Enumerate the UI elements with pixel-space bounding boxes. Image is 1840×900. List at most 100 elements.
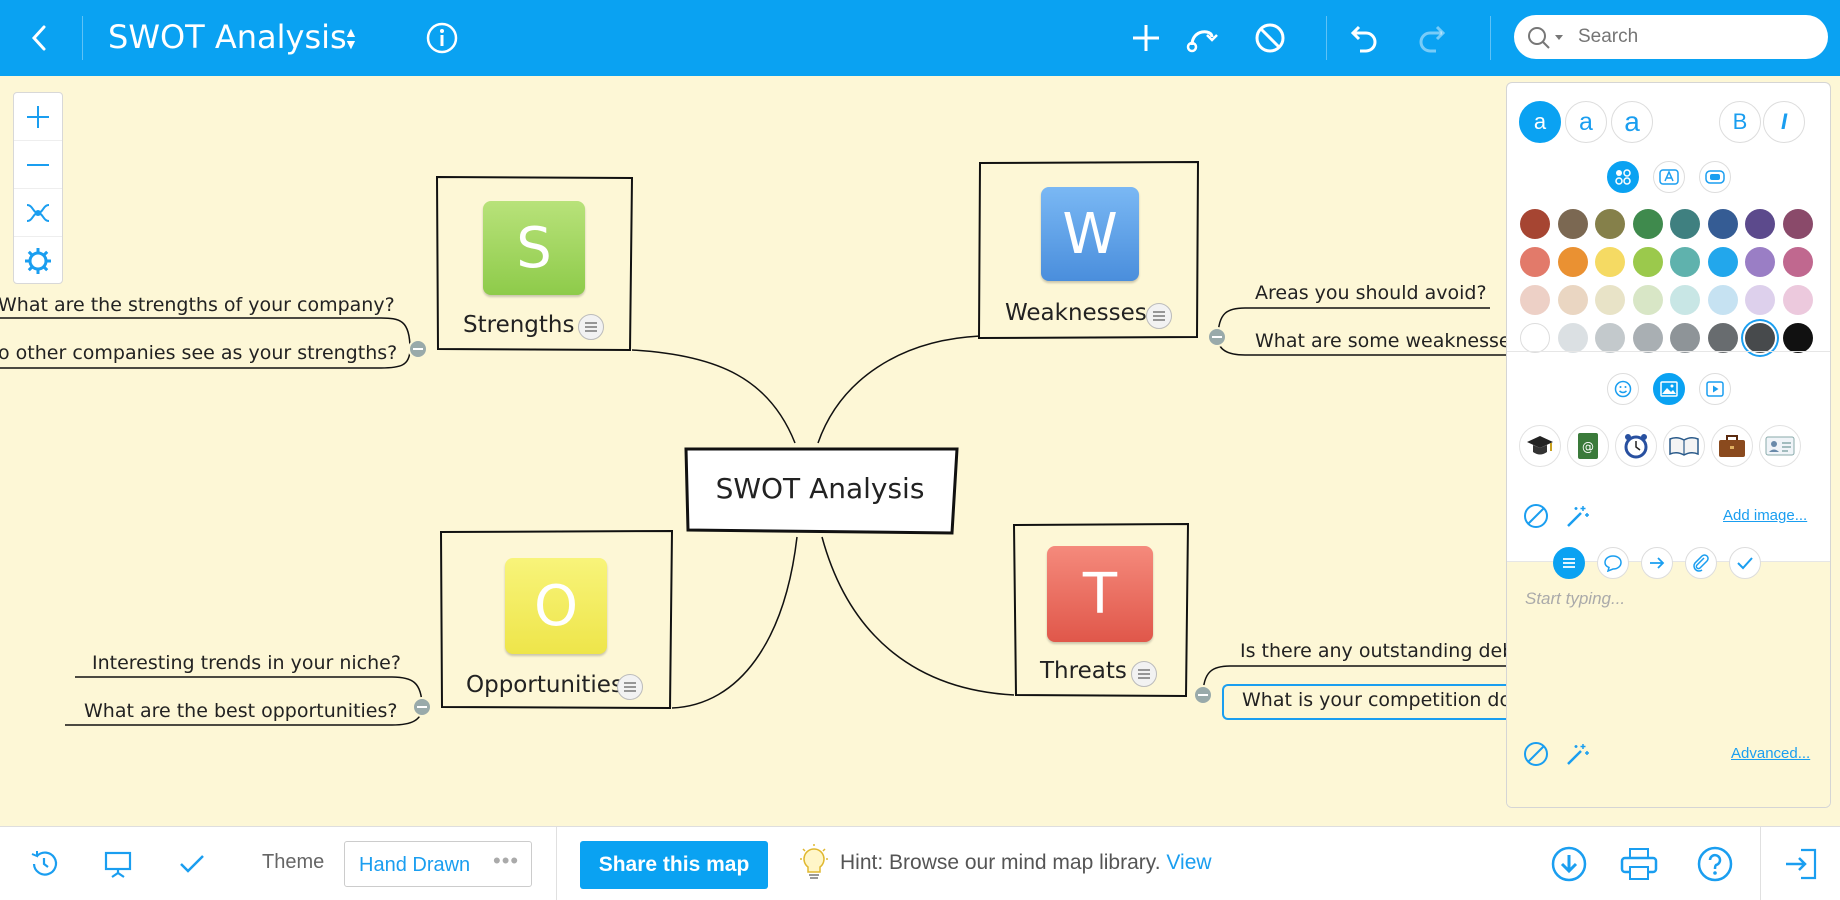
color-swatch[interactable] (1632, 209, 1663, 239)
search-box[interactable] (1514, 15, 1828, 59)
tab-images[interactable] (1653, 373, 1685, 405)
briefcase-image[interactable] (1711, 425, 1753, 467)
advanced-link[interactable]: Advanced... (1731, 745, 1811, 762)
font-size-large-button[interactable]: a (1611, 101, 1653, 143)
weaknesses-child-1[interactable]: Areas you should avoid? (1255, 282, 1487, 304)
tab-text-color[interactable] (1653, 161, 1685, 193)
id-card-image[interactable] (1759, 425, 1801, 467)
share-map-button[interactable]: Share this map (580, 841, 768, 889)
tab-tasks[interactable] (1729, 547, 1761, 579)
delete-button[interactable] (1248, 0, 1292, 76)
color-swatch[interactable] (1670, 285, 1700, 315)
weaknesses-notes-button[interactable] (1146, 303, 1172, 329)
magic-image-button[interactable] (1563, 501, 1593, 531)
color-swatch[interactable] (1520, 247, 1550, 277)
notes-placeholder[interactable]: Start typing... (1525, 589, 1626, 608)
color-swatch[interactable] (1707, 247, 1738, 277)
color-swatch[interactable] (1557, 285, 1588, 315)
opportunities-collapse-button[interactable] (412, 697, 432, 717)
help-button[interactable] (1692, 827, 1738, 900)
color-swatch[interactable] (1557, 247, 1588, 277)
threats-child-2-selected[interactable]: What is your competition doir (1222, 684, 1506, 720)
notes-area[interactable]: Start typing... Advanced... (1507, 561, 1830, 807)
strengths-child-1[interactable]: What are the strengths of your company? (0, 294, 395, 316)
color-swatch[interactable] (1670, 323, 1700, 353)
color-swatch[interactable] (1632, 323, 1663, 353)
color-swatch[interactable] (1670, 247, 1700, 277)
title-sort-icon[interactable]: ▲▼ (344, 24, 358, 52)
tab-video[interactable] (1699, 373, 1731, 405)
remove-image-button[interactable] (1521, 501, 1551, 531)
opportunities-label[interactable]: Opportunities (466, 672, 623, 698)
mind-map-canvas[interactable]: SWOT Analysis S Strengths What are the s… (0, 76, 1840, 826)
weaknesses-child-2[interactable]: What are some weaknesses (1255, 330, 1521, 352)
strengths-label[interactable]: Strengths (463, 312, 575, 338)
tab-notes[interactable] (1553, 547, 1585, 579)
alarm-clock-image[interactable] (1615, 425, 1657, 467)
opportunities-child-2[interactable]: What are the best opportunities? (84, 700, 398, 722)
color-swatch[interactable] (1782, 323, 1813, 353)
tab-emoji[interactable] (1607, 373, 1639, 405)
font-size-small-button[interactable]: a (1519, 101, 1561, 143)
color-swatch[interactable] (1632, 247, 1663, 277)
tab-relations[interactable] (1641, 547, 1673, 579)
hint-view-link[interactable]: View (1166, 851, 1212, 874)
color-swatch[interactable] (1745, 323, 1775, 353)
address-book-image[interactable]: @ (1567, 425, 1609, 467)
font-size-medium-button[interactable]: a (1565, 101, 1607, 143)
notes-magic-button[interactable] (1563, 739, 1593, 769)
add-topic-button[interactable] (1124, 0, 1168, 76)
tab-topic-color[interactable] (1607, 161, 1639, 193)
color-swatch[interactable] (1707, 209, 1738, 239)
color-swatch[interactable] (1520, 209, 1550, 239)
color-swatch[interactable] (1745, 247, 1775, 277)
strengths-collapse-button[interactable] (408, 339, 428, 359)
threats-child-1[interactable]: Is there any outstanding debt (1240, 640, 1522, 662)
threats-collapse-button[interactable] (1193, 685, 1213, 705)
search-input[interactable] (1578, 23, 1808, 51)
color-swatch[interactable] (1557, 323, 1588, 353)
color-swatch[interactable] (1595, 209, 1625, 239)
color-swatch[interactable] (1782, 209, 1813, 239)
italic-button[interactable]: I (1763, 101, 1805, 143)
color-swatch[interactable] (1595, 285, 1625, 315)
threats-notes-button[interactable] (1131, 661, 1157, 687)
zoom-in-button[interactable] (14, 93, 62, 141)
tab-links[interactable] (1685, 547, 1717, 579)
color-swatch[interactable] (1632, 285, 1663, 315)
color-swatch[interactable] (1782, 247, 1813, 277)
undo-button[interactable] (1340, 0, 1384, 76)
map-title[interactable]: SWOT Analysis (108, 18, 347, 56)
color-swatch[interactable] (1782, 285, 1813, 315)
opportunities-notes-button[interactable] (617, 674, 643, 700)
back-button[interactable] (14, 0, 64, 76)
zoom-out-button[interactable] (14, 141, 62, 189)
color-swatch[interactable] (1707, 285, 1738, 315)
presentation-button[interactable] (96, 827, 140, 900)
print-button[interactable] (1616, 827, 1662, 900)
color-swatch[interactable] (1557, 209, 1588, 239)
redo-button[interactable] (1412, 0, 1456, 76)
weaknesses-collapse-button[interactable] (1207, 327, 1227, 347)
weaknesses-label[interactable]: Weaknesses (1005, 300, 1147, 326)
graduation-cap-image[interactable] (1519, 425, 1561, 467)
threats-label[interactable]: Threats (1040, 658, 1127, 684)
opportunities-child-1[interactable]: Interesting trends in your niche? (92, 652, 401, 674)
tab-border-color[interactable] (1699, 161, 1731, 193)
theme-selector[interactable]: Hand Drawn ••• (344, 841, 532, 887)
fit-map-button[interactable] (14, 189, 62, 237)
bold-button[interactable]: B (1719, 101, 1761, 143)
color-swatch[interactable] (1745, 209, 1775, 239)
open-book-image[interactable] (1663, 425, 1705, 467)
color-swatch[interactable] (1595, 323, 1625, 353)
color-swatch[interactable] (1520, 285, 1550, 315)
color-swatch[interactable] (1670, 209, 1700, 239)
tab-comments[interactable] (1597, 547, 1629, 579)
clear-notes-button[interactable] (1521, 739, 1551, 769)
add-image-link[interactable]: Add image... (1723, 507, 1808, 524)
settings-button[interactable] (14, 237, 62, 285)
color-swatch[interactable] (1595, 247, 1625, 277)
color-swatch[interactable] (1707, 323, 1738, 353)
exit-button[interactable] (1776, 827, 1826, 900)
color-swatch[interactable] (1520, 323, 1550, 353)
